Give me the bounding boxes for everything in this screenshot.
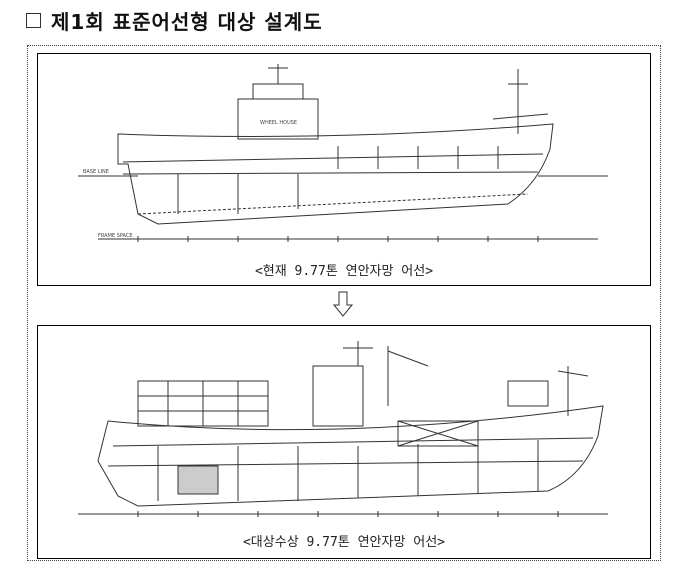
checkbox-bullet-icon <box>26 13 41 28</box>
down-arrow-icon <box>333 291 353 317</box>
target-vessel-drawing: <대상수상 9.77톤 연안자망 어선> <box>37 325 651 559</box>
current-vessel-caption: <현재 9.77톤 연안자망 어선> <box>254 264 434 279</box>
current-vessel-drawing: WHEEL HOUSE BASE LINE FRAME SPACE <현재 9.… <box>37 53 651 286</box>
frame-space-label: FRAME SPACE <box>98 233 132 239</box>
target-vessel-caption: <대상수상 9.77톤 연안자망 어선> <box>242 535 445 550</box>
base-line-label: BASE LINE <box>83 169 109 175</box>
title-text: 제1회 표준어선형 대상 설계도 <box>51 10 323 34</box>
page-title: 제1회 표준어선형 대상 설계도 <box>26 6 323 35</box>
current-ship-profile: WHEEL HOUSE BASE LINE FRAME SPACE <box>78 64 608 242</box>
wheel-house-label: WHEEL HOUSE <box>260 120 297 126</box>
target-ship-profile <box>78 341 608 517</box>
drawing-frame <box>27 45 661 561</box>
